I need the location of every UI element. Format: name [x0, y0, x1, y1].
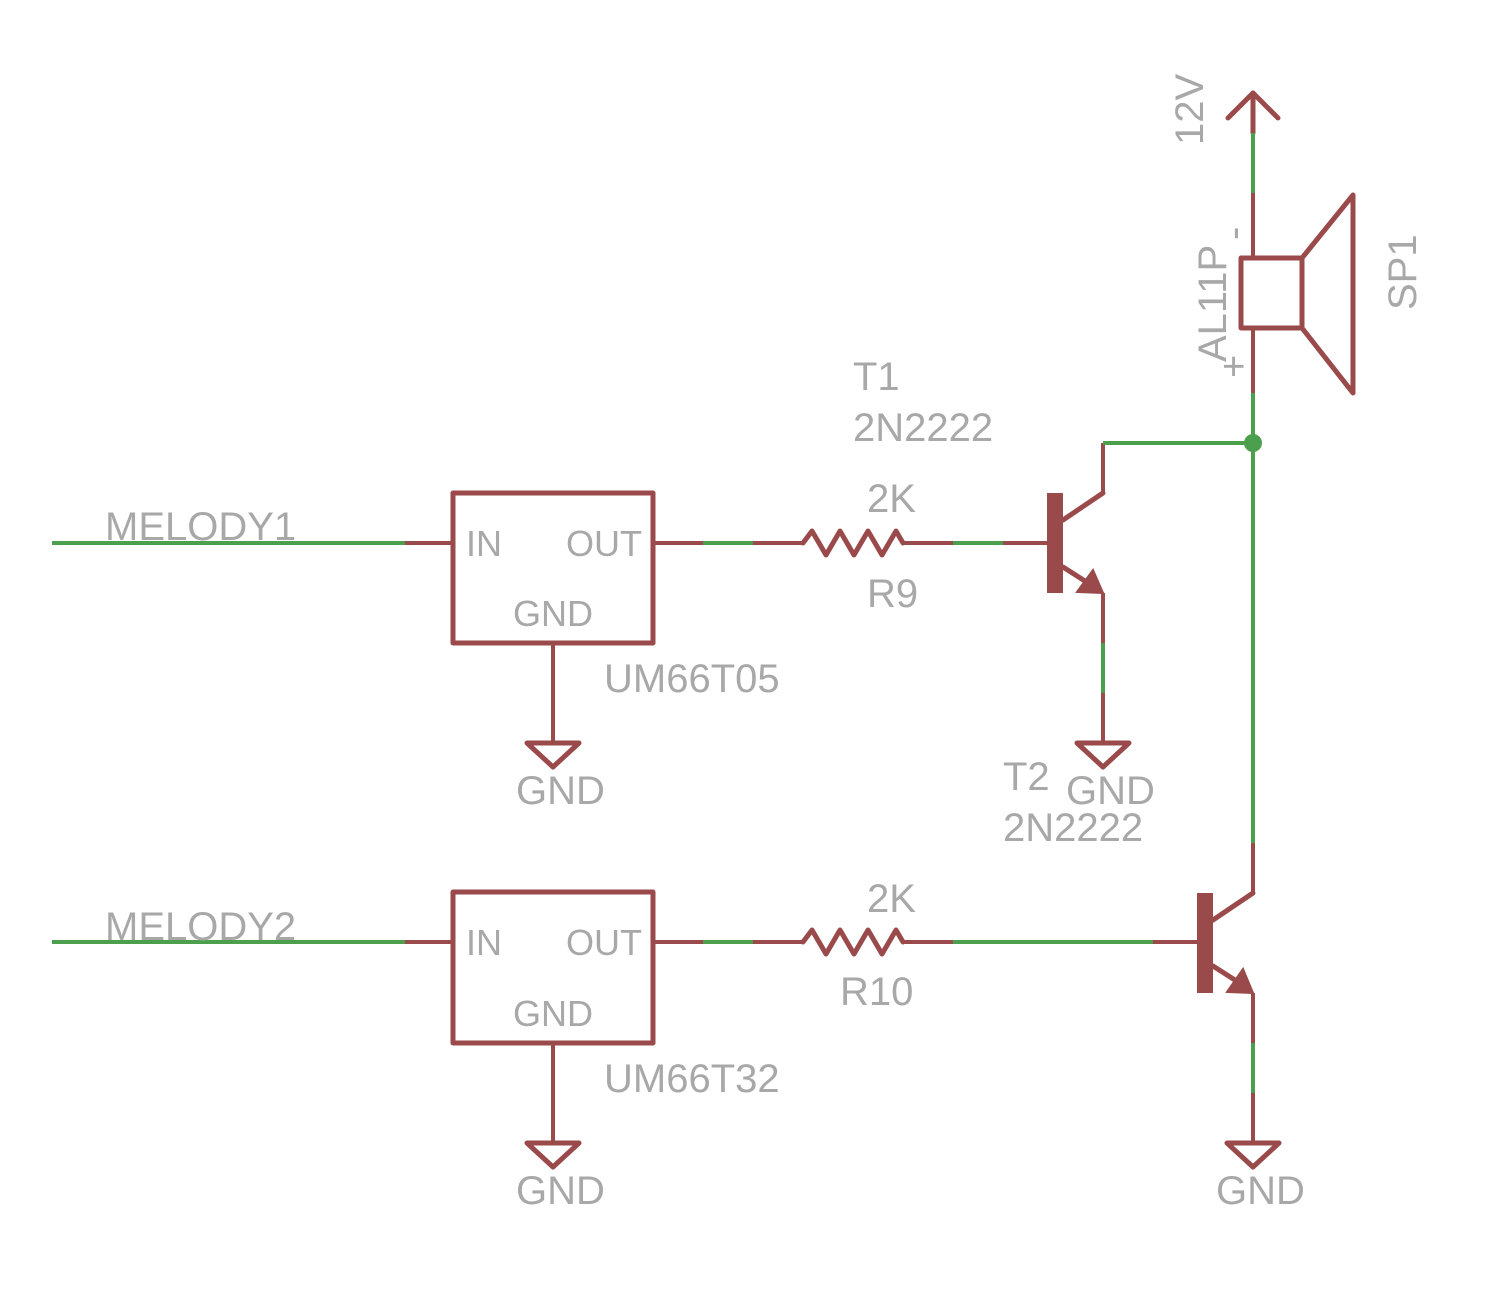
- junction-dot: [1244, 434, 1262, 452]
- transistor-t2: T2 2N2222: [1003, 755, 1256, 1043]
- supply-and-speaker: 12V AL11P - + SP1: [1168, 74, 1425, 843]
- ground-symbol-ic2: [524, 1140, 582, 1170]
- sp1-minus-label: -: [1212, 227, 1256, 240]
- ground-symbol-t1: [1074, 740, 1132, 770]
- supply-label-12v: 12V: [1168, 74, 1212, 145]
- t2-emitter-lead: [1210, 963, 1241, 985]
- ic2-value-label: UM66T32: [604, 1057, 780, 1101]
- ground-label-ic1: GND: [516, 769, 605, 813]
- ic1-pin-out-label: OUT: [566, 523, 642, 564]
- melody1-channel: MELODY1 IN OUT GND UM66T05 GND 2K R9: [52, 355, 1253, 813]
- sp1-plus-label: +: [1212, 355, 1256, 378]
- t1-name-label: T1: [853, 355, 900, 399]
- ground-label-t1: GND: [1066, 769, 1155, 813]
- resistor-r10: 2K R10: [753, 877, 953, 1014]
- melody2-channel: MELODY2 IN OUT GND UM66T32 GND 2K R10: [52, 755, 1305, 1213]
- net-label-melody1: MELODY1: [105, 505, 296, 549]
- t1-collector-lead: [1060, 490, 1106, 523]
- ic1-pin-in-label: IN: [466, 523, 502, 564]
- t2-emitter-arrow: [1225, 966, 1255, 995]
- t2-name-label: T2: [1003, 755, 1050, 799]
- ic1-pin-gnd-label: GND: [513, 593, 593, 634]
- transistor-t1: T1 2N2222: [853, 355, 1106, 643]
- ground-label-ic2: GND: [516, 1169, 605, 1213]
- ic2-pin-out-label: OUT: [566, 922, 642, 963]
- sp1-magnet: [1238, 255, 1305, 331]
- ic2-pin-in-label: IN: [466, 922, 502, 963]
- r10-name-label: R10: [840, 970, 913, 1014]
- t1-emitter-lead: [1060, 564, 1091, 586]
- t1-value-label: 2N2222: [853, 406, 993, 450]
- t2-collector-lead: [1210, 890, 1256, 923]
- ic1-value-label: UM66T05: [604, 657, 780, 701]
- r9-value-label: 2K: [867, 477, 916, 521]
- resistor-r9: 2K R9: [753, 477, 953, 616]
- r9-zigzag: [800, 528, 906, 558]
- r10-zigzag: [800, 927, 906, 957]
- sp1-value-label: AL11P: [1191, 245, 1235, 362]
- ground-symbol-t2: [1224, 1140, 1282, 1170]
- ground-label-t2: GND: [1216, 1169, 1305, 1213]
- t2-value-label: 2N2222: [1003, 806, 1143, 850]
- t1-emitter-arrow: [1075, 567, 1105, 595]
- ground-symbol-ic1: [524, 740, 582, 770]
- supply-arrow-head: [1225, 90, 1281, 121]
- sp1-name-label: SP1: [1381, 234, 1425, 310]
- ic2-um66t32: IN OUT GND UM66T32 GND: [405, 889, 780, 1213]
- ic1-um66t05: IN OUT GND UM66T05 GND: [405, 490, 780, 813]
- r9-name-label: R9: [867, 572, 918, 616]
- net-label-melody2: MELODY2: [105, 905, 296, 949]
- sp1-cone: [1299, 192, 1356, 396]
- ic2-pin-gnd-label: GND: [513, 993, 593, 1034]
- speaker-sp1: AL11P - + SP1: [1191, 192, 1425, 396]
- r10-value-label: 2K: [867, 877, 916, 921]
